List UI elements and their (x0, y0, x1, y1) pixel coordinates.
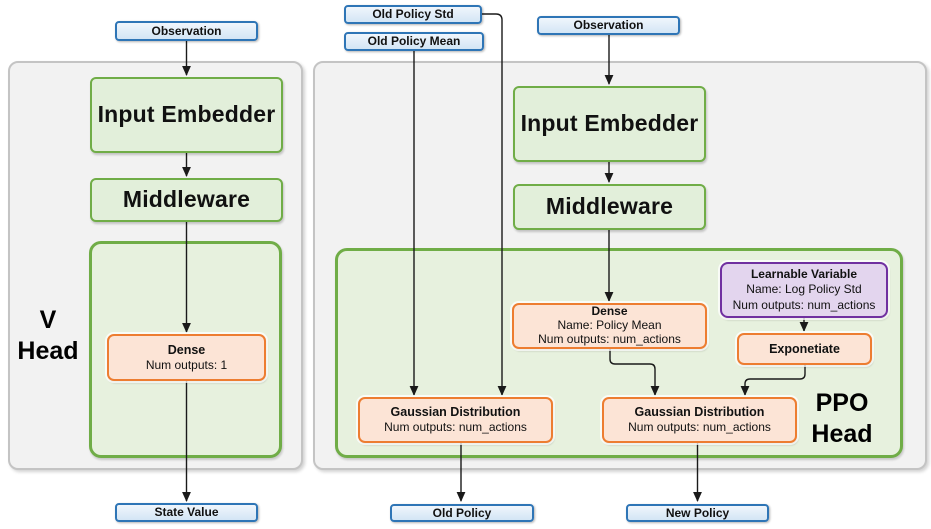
ppo-dense-line1: Name: Policy Mean (557, 318, 662, 333)
gaussian-distribution-new-node: Gaussian Distribution Num outputs: num_a… (602, 397, 797, 443)
learnable-variable-node: Learnable Variable Name: Log Policy Std … (720, 262, 888, 318)
old-policy-std-label: Old Policy Std (372, 7, 454, 22)
new-policy-label: New Policy (665, 505, 730, 520)
v-head-label-line2: Head (17, 336, 79, 365)
ppo-dense-title: Dense (591, 304, 628, 319)
gaussian-new-title: Gaussian Distribution (634, 405, 765, 420)
ppo-head-label-line1: PPO (815, 389, 869, 417)
v-middleware-node: Middleware (90, 178, 283, 222)
ppo-dense-line2: Num outputs: num_actions (538, 331, 681, 346)
observation-left-node: Observation (115, 21, 258, 41)
old-policy-mean-node: Old Policy Mean (344, 32, 484, 51)
v-input-embedder-label: Input Embedder (97, 101, 276, 128)
new-policy-node: New Policy (626, 504, 769, 522)
gaussian-new-line1: Num outputs: num_actions (628, 420, 771, 435)
ppo-head-label-line2: Head (811, 419, 873, 448)
ppo-dense-policy-mean-node: Dense Name: Policy Mean Num outputs: num… (512, 303, 707, 349)
v-dense-title: Dense (167, 342, 206, 357)
v-head-label: V Head (8, 305, 88, 366)
old-policy-std-node: Old Policy Std (344, 5, 482, 24)
observation-left-label: Observation (151, 23, 222, 38)
learnable-variable-line1: Name: Log Policy Std (746, 282, 862, 297)
learnable-variable-line2: Num outputs: num_actions (732, 297, 876, 312)
gaussian-old-line1: Num outputs: num_actions (384, 420, 527, 435)
old-policy-mean-label: Old Policy Mean (367, 34, 461, 49)
v-head-label-line1: V (39, 306, 57, 334)
ppo-head-label: PPO Head (795, 388, 889, 449)
exponetiate-title: Exponetiate (769, 341, 840, 356)
gaussian-old-title: Gaussian Distribution (390, 405, 521, 420)
gaussian-distribution-old-node: Gaussian Distribution Num outputs: num_a… (358, 397, 553, 443)
v-dense-node: Dense Num outputs: 1 (107, 334, 266, 381)
ppo-middleware-label: Middleware (545, 193, 674, 220)
ppo-input-embedder-label: Input Embedder (520, 110, 699, 137)
ppo-input-embedder-node: Input Embedder (513, 86, 706, 162)
learnable-variable-title: Learnable Variable (750, 266, 858, 281)
old-policy-label: Old Policy (432, 505, 492, 520)
observation-right-label: Observation (573, 18, 644, 33)
exponetiate-node: Exponetiate (737, 333, 872, 365)
observation-right-node: Observation (537, 16, 680, 35)
v-middleware-label: Middleware (122, 186, 251, 213)
v-dense-line1: Num outputs: 1 (145, 357, 228, 372)
old-policy-node: Old Policy (390, 504, 534, 522)
v-input-embedder-node: Input Embedder (90, 77, 283, 153)
state-value-label: State Value (154, 505, 219, 520)
state-value-node: State Value (115, 503, 258, 522)
ppo-middleware-node: Middleware (513, 184, 706, 230)
